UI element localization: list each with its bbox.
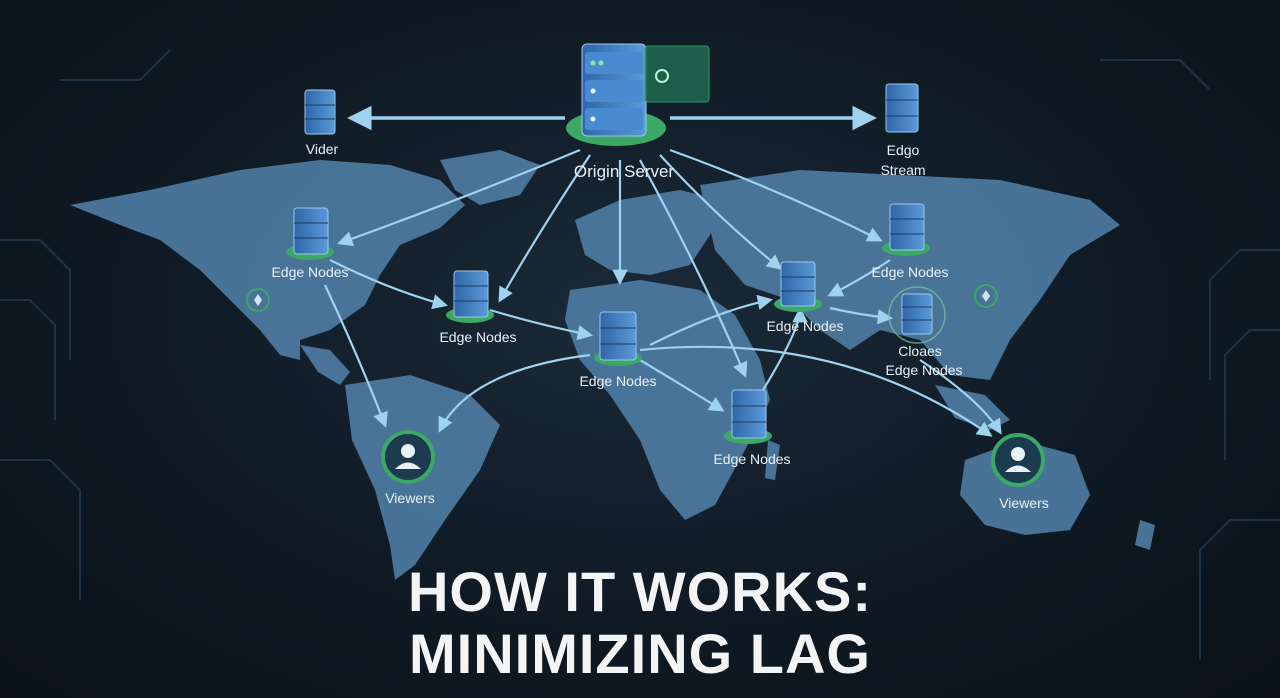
edge-node-africa-label: Edge Nodes (579, 373, 656, 389)
world-map (70, 150, 1155, 580)
arrow-africa-to-middle-east (649, 294, 774, 346)
edge-node-na (286, 207, 334, 260)
origin-screen (644, 45, 710, 103)
continent-north-america (70, 160, 465, 360)
title-line-2: MINIMIZING LAG (409, 622, 871, 685)
camera-icon (655, 69, 669, 83)
edge-stream-label-line2: Stream (880, 162, 925, 178)
edge-node-east-africa (724, 389, 772, 444)
video-server (304, 89, 336, 135)
edge-node-atlantic (446, 270, 494, 323)
origin-server-label: Origin Server (574, 162, 674, 181)
edge-node-na-label: Edge Nodes (271, 264, 348, 280)
edge-node-atlantic-label: Edge Nodes (439, 329, 516, 345)
arrow-middle-east-to-closer (829, 306, 894, 325)
edge-node-east-africa-label: Edge Nodes (713, 451, 790, 467)
user-icon (1011, 447, 1025, 461)
closer-edge-label-line2: Edge Nodes (885, 362, 962, 378)
arrow-edge-asia-to-middle-east (827, 259, 891, 297)
continent-new-zealand (1135, 520, 1155, 550)
viewers-south-america-label: Viewers (385, 490, 435, 506)
location-marker-west (246, 288, 270, 312)
arrow-origin-to-edge-middle-east (659, 154, 783, 270)
circuit-decoration (0, 49, 1280, 660)
arrow-atlantic-to-africa (489, 308, 594, 341)
arrow-closer-to-viewers-au (919, 359, 1002, 435)
arrow-africa-to-viewers-au (639, 345, 993, 437)
arrow-africa-to-viewers-sa (438, 353, 591, 433)
viewers-australia (991, 433, 1045, 487)
edge-node-middle-east (774, 261, 822, 312)
user-icon (401, 444, 415, 458)
video-server-label: Vider (306, 141, 339, 157)
edge-node-asia (882, 203, 930, 256)
edge-node-middle-east-label: Edge Nodes (766, 318, 843, 334)
edge-stream-label-line1: Edgo (887, 142, 920, 158)
arrow-origin-to-edge-atlantic (498, 154, 591, 303)
continent-europe (575, 190, 720, 275)
arrow-na-to-viewers-sa (324, 284, 388, 428)
viewers-australia-label: Viewers (999, 495, 1049, 511)
connection-arrows (324, 105, 1002, 437)
arrow-origin-to-edge-na (337, 148, 581, 247)
location-marker-east (974, 284, 998, 308)
edge-stream-server (885, 83, 919, 133)
arrow-africa-to-east-africa (639, 359, 725, 412)
arrow-na-to-atlantic (329, 259, 448, 310)
continent-greenland (440, 150, 540, 205)
title-line-1: HOW IT WORKS: (407, 560, 873, 623)
origin-server (566, 43, 710, 146)
arrow-east-africa-to-middle-east (759, 306, 808, 396)
continent-madagascar (765, 440, 780, 480)
arrow-origin-to-edge-asia (669, 148, 883, 242)
edge-node-asia-label: Edge Nodes (871, 264, 948, 280)
viewers-south-america (381, 430, 435, 484)
closer-edge-label-line1: Cloaes (898, 343, 942, 359)
closer-edge-node (888, 286, 946, 344)
continent-asia (700, 170, 1120, 380)
edge-node-africa (594, 311, 642, 366)
continent-central-america (300, 345, 350, 385)
